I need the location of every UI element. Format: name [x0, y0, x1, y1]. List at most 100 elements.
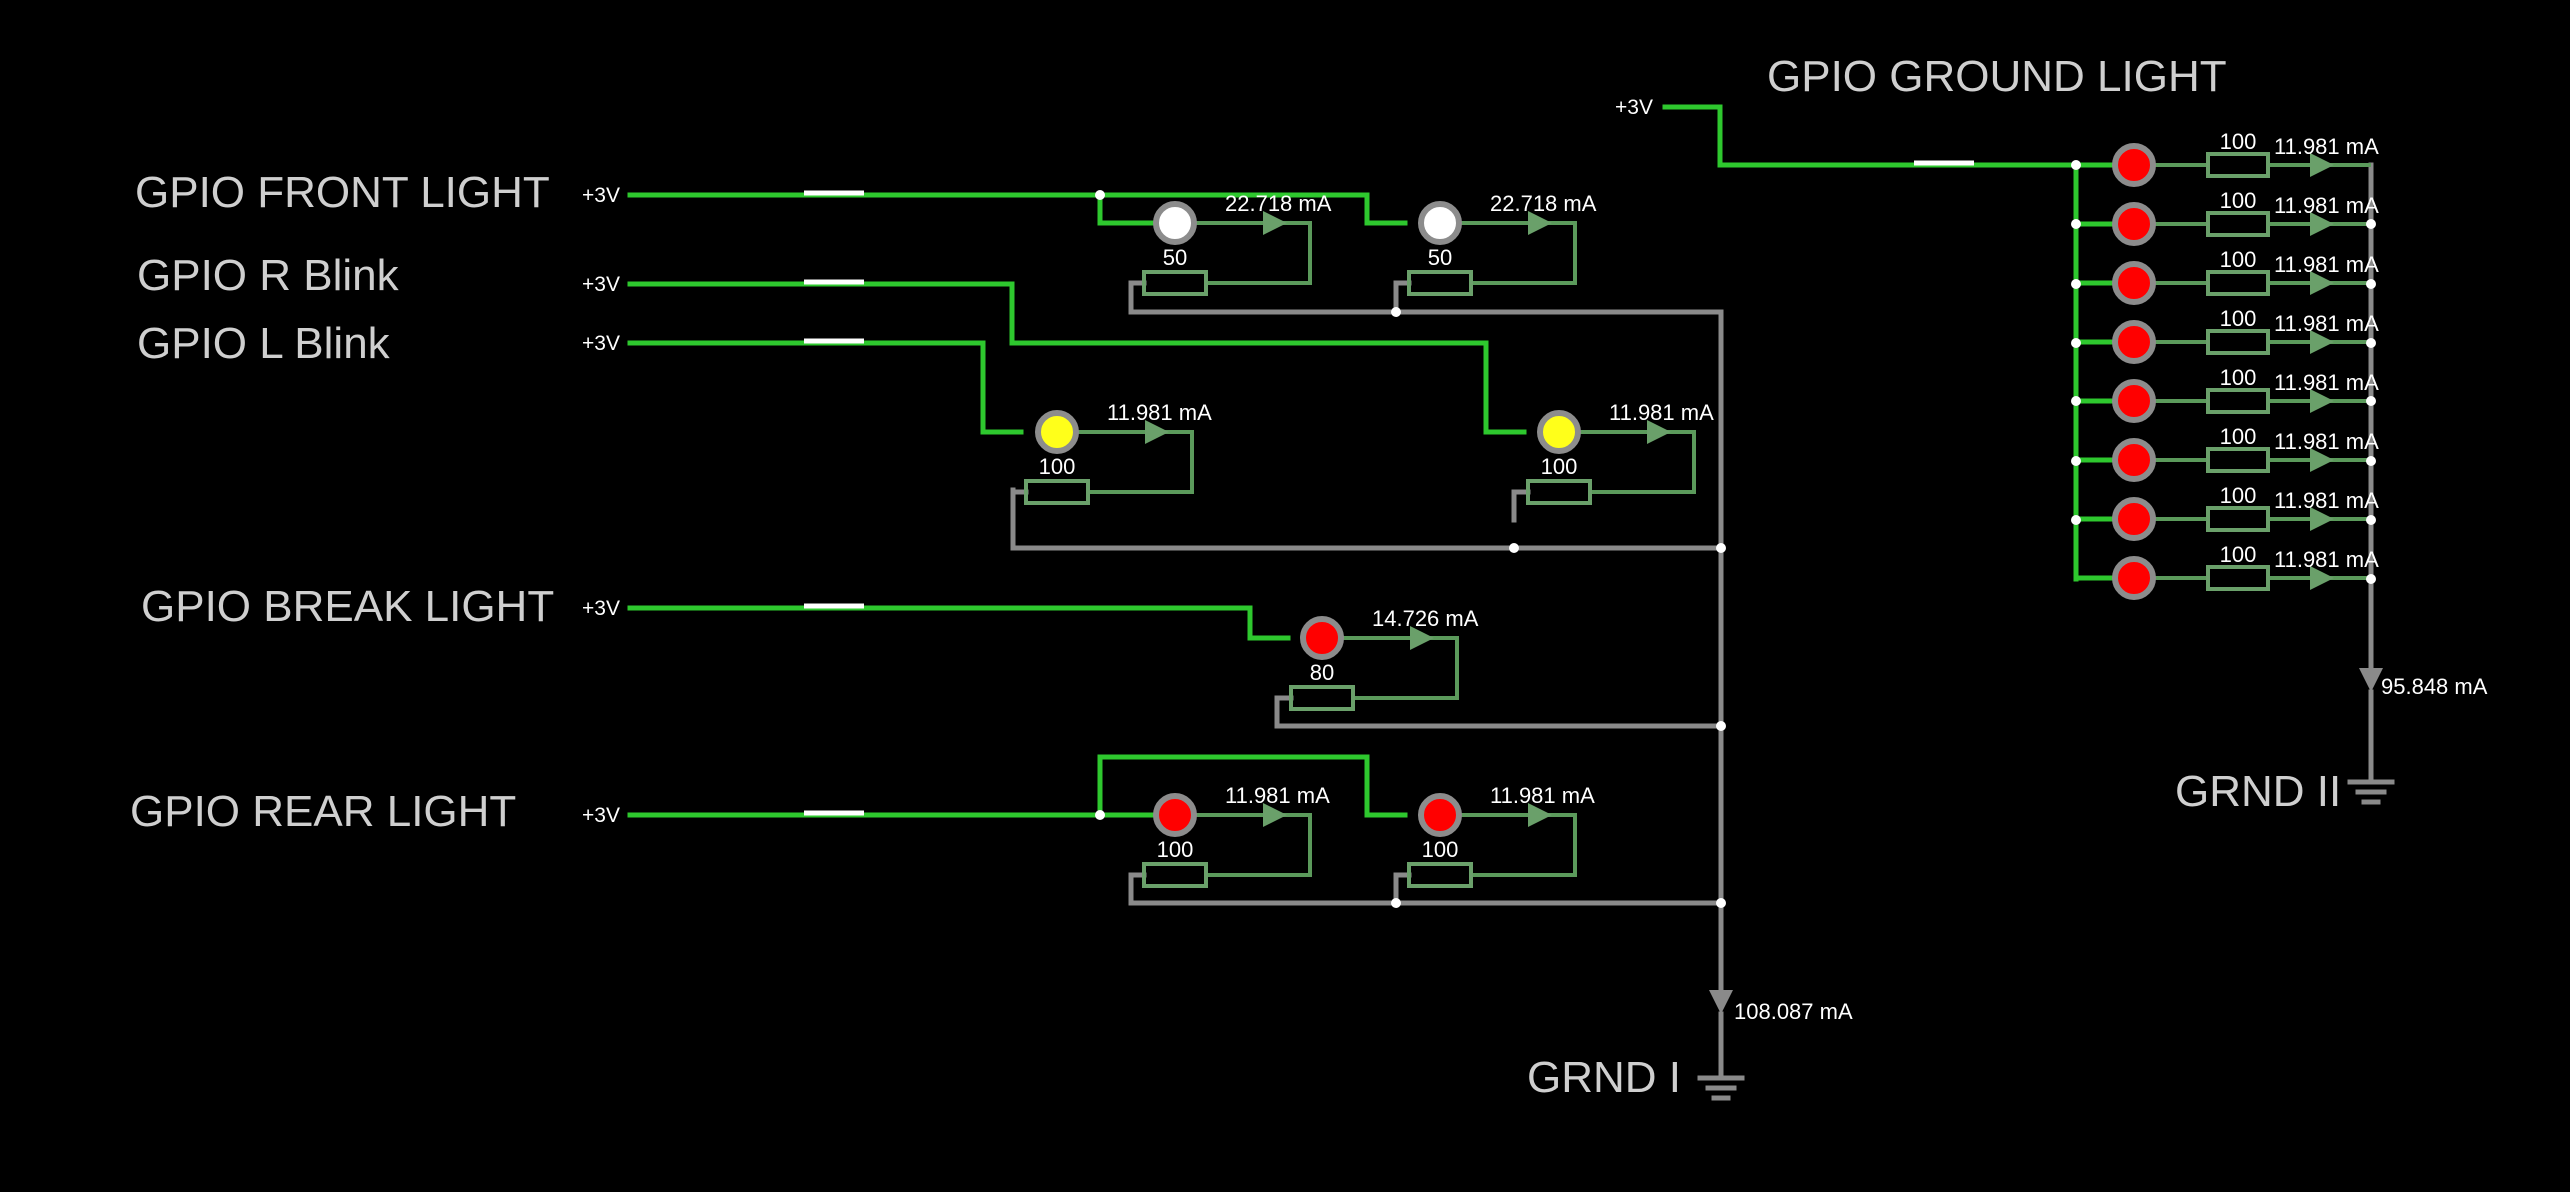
- led: [1418, 201, 1462, 245]
- resistance-label: 100: [2220, 424, 2257, 449]
- led-branch-blink-1: [1010, 420, 1194, 523]
- current-arrow: [2310, 330, 2334, 354]
- current-label: 22.718 mA: [1225, 191, 1332, 216]
- current-arrow: [2310, 153, 2334, 177]
- led: [2112, 556, 2156, 600]
- resistance-label: 50: [1163, 245, 1187, 270]
- current-arrow: [2310, 507, 2334, 531]
- resistance-label: 100: [2220, 542, 2257, 567]
- led: [2112, 202, 2156, 246]
- resistance-label: 100: [1422, 837, 1459, 862]
- ground-led-branch-2: [2073, 211, 2371, 237]
- led: [1035, 410, 1079, 454]
- current-arrow: [2310, 271, 2334, 295]
- brake-light-label: GPIO BREAK LIGHT: [141, 582, 554, 631]
- led: [2112, 143, 2156, 187]
- ground-voltage: +3V: [1615, 96, 1653, 119]
- resistor: [1407, 270, 1473, 296]
- rear-light-label: GPIO REAR LIGHT: [130, 787, 516, 836]
- grnd2-current: 95.848 mA: [2381, 674, 2488, 699]
- brake-voltage: +3V: [582, 597, 620, 620]
- led-branch-blink-2: [1511, 420, 1696, 523]
- current-arrow: [1263, 211, 1287, 235]
- resistance-label: 100: [2220, 365, 2257, 390]
- current-label: 11.981 mA: [2274, 311, 2379, 336]
- led-branch-rear-2: [1393, 803, 1577, 906]
- current-label: 11.981 mA: [2274, 252, 2379, 277]
- current-arrow: [1145, 420, 1169, 444]
- led: [1153, 201, 1197, 245]
- resistance-label: 50: [1428, 245, 1452, 270]
- ground-led-branch-3: [2073, 270, 2371, 296]
- current-arrow: [1528, 211, 1552, 235]
- resistance-label: 100: [2220, 129, 2257, 154]
- ground-led-branch-5: [2073, 388, 2371, 414]
- rear-voltage: +3V: [582, 804, 620, 827]
- resistance-label: 100: [2220, 188, 2257, 213]
- led: [2112, 261, 2156, 305]
- led-branches: 50 22.718 mA 50 22.718 mA 100 11.981 mA 100 11.…: [1010, 129, 2379, 906]
- resistance-label: 100: [2220, 247, 2257, 272]
- grnd1-current-arrow: [1709, 990, 1733, 1014]
- led-branch-front-1: [1128, 211, 1312, 314]
- resistor: [2206, 211, 2270, 237]
- resistance-label: 80: [1310, 660, 1334, 685]
- current-arrow: [2310, 566, 2334, 590]
- led-branch-front-2: [1393, 211, 1577, 314]
- front-voltage: +3V: [582, 184, 620, 207]
- current-arrow: [1647, 420, 1671, 444]
- ground-led-branch-6: [2073, 447, 2371, 473]
- led: [2112, 379, 2156, 423]
- led: [1537, 410, 1581, 454]
- current-label: 11.981 mA: [2274, 134, 2379, 159]
- resistance-label: 100: [1541, 454, 1578, 479]
- resistor: [2206, 329, 2270, 355]
- grnd2-label: GRND II: [2175, 767, 2341, 816]
- resistor: [1526, 479, 1592, 505]
- led: [1153, 793, 1197, 837]
- current-label: 11.981 mA: [1609, 400, 1714, 425]
- r-blink-label: GPIO R Blink: [137, 251, 400, 300]
- current-label: 11.981 mA: [1107, 400, 1212, 425]
- resistor: [1142, 270, 1208, 296]
- led: [2112, 497, 2156, 541]
- current-arrow: [1410, 626, 1434, 650]
- resistor: [2206, 388, 2270, 414]
- l-blink-voltage: +3V: [582, 332, 620, 355]
- current-label: 11.981 mA: [2274, 429, 2379, 454]
- grnd2-current-arrow: [2359, 668, 2383, 692]
- current-label: 11.981 mA: [1490, 783, 1595, 808]
- grnd1-current: 108.087 mA: [1734, 999, 1853, 1024]
- led: [1418, 793, 1462, 837]
- resistor: [2206, 506, 2270, 532]
- resistor: [2206, 565, 2270, 591]
- resistor: [2206, 270, 2270, 296]
- current-label: 11.981 mA: [1225, 783, 1330, 808]
- resistor: [1024, 479, 1090, 505]
- current-label: 14.726 mA: [1372, 606, 1479, 631]
- current-label: 11.981 mA: [2274, 488, 2379, 513]
- led-branch-brake: [1274, 626, 1459, 729]
- led: [2112, 320, 2156, 364]
- current-arrow: [2310, 389, 2334, 413]
- switches: [804, 160, 1974, 816]
- ground-led-branch-4: [2073, 329, 2371, 355]
- resistance-label: 100: [1157, 837, 1194, 862]
- resistance-label: 100: [1039, 454, 1076, 479]
- resistor: [1407, 862, 1473, 888]
- resistor: [1142, 862, 1208, 888]
- current-label: 11.981 mA: [2274, 370, 2379, 395]
- current-label: 22.718 mA: [1490, 191, 1597, 216]
- ground-led-branch-7: [2073, 506, 2371, 532]
- resistor: [2206, 152, 2270, 178]
- l-blink-label: GPIO L Blink: [137, 319, 391, 368]
- current-label: 11.981 mA: [2274, 193, 2379, 218]
- led: [1300, 616, 1344, 660]
- ground-led-branch-8: [2073, 565, 2371, 591]
- r-blink-voltage: +3V: [582, 273, 620, 296]
- resistor: [1289, 685, 1355, 711]
- resistance-label: 100: [2220, 306, 2257, 331]
- current-arrow: [1263, 803, 1287, 827]
- led-branch-rear-1: [1128, 803, 1312, 906]
